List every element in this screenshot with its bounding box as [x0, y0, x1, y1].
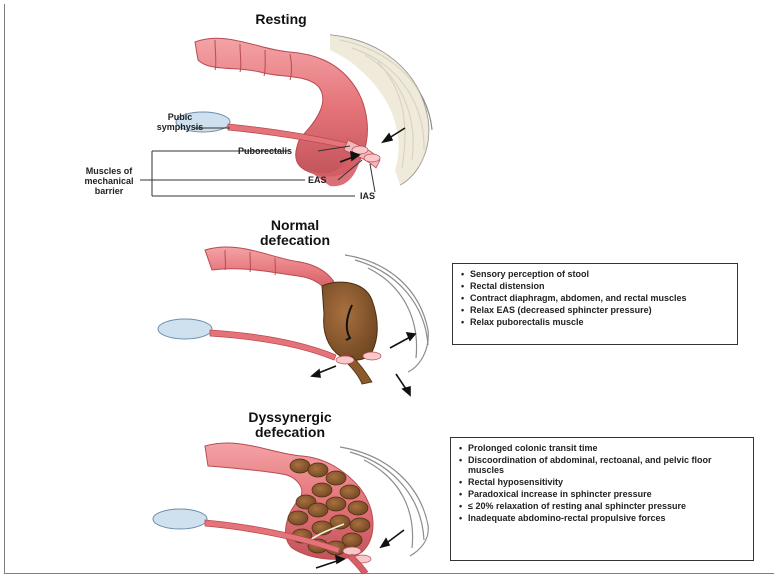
dyssynergic-bullet: Rectal hyposensitivity: [459, 477, 745, 487]
dyssynergic-bullet: ≤ 20% relaxation of resting anal sphinct…: [459, 501, 745, 511]
rectum-stool-normal: [322, 282, 377, 360]
normal-bullet: Rectal distension: [461, 281, 729, 291]
dyssynergic-defecation-title: Dyssynergic defecation: [215, 410, 365, 440]
ias-normal: [363, 352, 381, 360]
normal-defecation-title: Normal defecation: [230, 218, 360, 248]
normal-bullet: Relax puborectalis muscle: [461, 317, 729, 327]
dyssynergic-panel-art: [153, 443, 428, 574]
normal-bullets: Sensory perception of stool Rectal diste…: [461, 269, 729, 327]
normal-bullet: Relax EAS (decreased sphincter pressure): [461, 305, 729, 315]
eas-normal: [336, 356, 354, 364]
dyssynergic-bullet: Discoordination of abdominal, rectoanal,…: [459, 455, 745, 475]
dyssynergic-bullets: Prolonged colonic transit time Discoordi…: [459, 443, 745, 523]
pubic-bone-normal: [158, 319, 212, 339]
label-ias: IAS: [360, 191, 375, 201]
label-puborectalis: Puborectalis: [238, 146, 292, 156]
dyssynergic-bullet: Prolonged colonic transit time: [459, 443, 745, 453]
resting-title: Resting: [226, 12, 336, 27]
anal-canal-dyssynergic: [343, 547, 371, 574]
puborectalis-normal: [210, 330, 336, 360]
dyssynergic-bullet: Paradoxical increase in sphincter pressu…: [459, 489, 745, 499]
normal-bullet: Sensory perception of stool: [461, 269, 729, 279]
label-pubic-symphysis: Pubic symphysis: [150, 112, 210, 132]
label-muscles-barrier: Muscles of mechanical barrier: [78, 166, 140, 196]
normal-panel-art: [158, 247, 428, 395]
normal-defecation-box: Sensory perception of stool Rectal diste…: [452, 263, 738, 345]
dyssynergic-bullet: Inadequate abdomino-rectal propulsive fo…: [459, 513, 745, 523]
label-eas: EAS: [308, 175, 327, 185]
pubic-bone-dyssynergic: [153, 509, 207, 529]
dyssynergic-defecation-box: Prolonged colonic transit time Discoordi…: [450, 437, 754, 561]
normal-bullet: Contract diaphragm, abdomen, and rectal …: [461, 293, 729, 303]
